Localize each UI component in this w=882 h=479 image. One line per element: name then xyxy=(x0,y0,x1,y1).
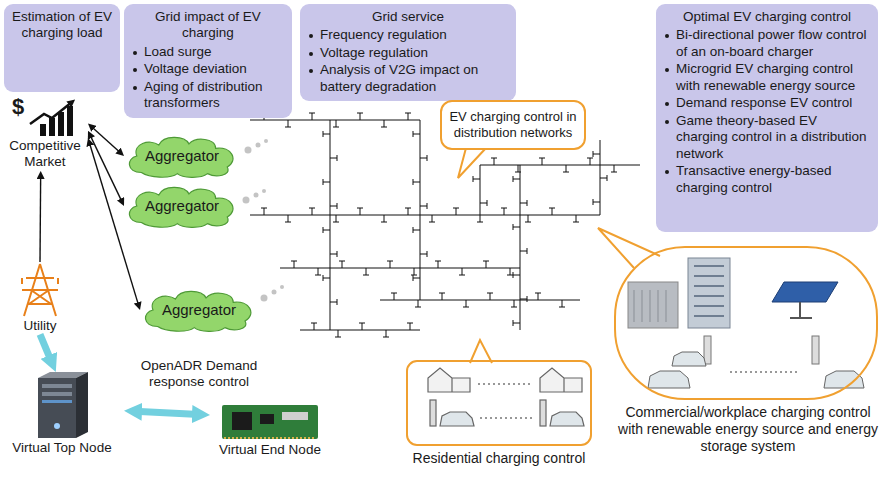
node-label: Aggregator xyxy=(145,147,219,165)
bullet-dot xyxy=(309,52,313,56)
bullet-item: Frequency regulation xyxy=(306,27,510,43)
node-label: Utility xyxy=(12,318,68,334)
topic-box: Estimation of EV charging load xyxy=(4,4,120,92)
bullet-dot xyxy=(665,102,669,106)
bullet-dot xyxy=(665,170,669,174)
feeder-line xyxy=(473,165,487,215)
node-label: EV charging control in distribution netw… xyxy=(447,109,579,141)
node-label: Grid service xyxy=(306,9,510,25)
feeder-line xyxy=(480,158,640,172)
bullet-text: Transactive energy-based charging contro… xyxy=(676,163,872,196)
bullet-dot xyxy=(309,34,313,38)
bullet-dot xyxy=(133,86,137,90)
bullet-dot xyxy=(665,120,669,124)
icon-node: Virtual Top Node xyxy=(0,372,124,456)
bullet-item: Voltage deviation xyxy=(130,61,286,77)
commercial-icons xyxy=(628,258,864,388)
node-label: Estimation of EV charging load xyxy=(10,9,114,42)
region-outline xyxy=(602,244,880,402)
feeder-line xyxy=(513,165,527,330)
aggregator-cloud: Aggregator xyxy=(124,134,240,178)
node-label: Virtual Top Node xyxy=(0,440,124,456)
bullet-text: Aging of distribution transformers xyxy=(144,79,286,112)
bullet-text: Frequency regulation xyxy=(320,27,447,43)
bullet-text: Microgrid EV charging control with renew… xyxy=(676,61,872,94)
connector xyxy=(39,176,41,262)
bullet-dot xyxy=(665,68,669,72)
aggregator-cloud: Aggregator xyxy=(140,288,258,332)
icon-node: Virtual End Node xyxy=(210,398,330,458)
bullet-item: Game theory-based EV charging control in… xyxy=(662,113,872,162)
node-label: Optimal EV charging control xyxy=(662,9,872,25)
feeder-line xyxy=(300,323,420,337)
bullet-text: Game theory-based EV charging control in… xyxy=(676,113,872,162)
bullet-item: Analysis of V2G impact on battery degrad… xyxy=(306,62,510,95)
node-label: Competitive Market xyxy=(2,138,88,171)
bullet-text: Load surge xyxy=(144,44,212,60)
flow-arrow xyxy=(135,411,199,414)
bullet-dot xyxy=(133,51,137,55)
callout-tails xyxy=(458,148,660,363)
computer-tower xyxy=(38,372,88,438)
feeder-line xyxy=(280,261,520,275)
flow-arrow xyxy=(40,334,52,362)
controller-board xyxy=(222,405,318,439)
feeder-line xyxy=(250,208,600,222)
topic-box: Grid impact of EV chargingLoad surgeVolt… xyxy=(124,4,292,118)
thought-dots xyxy=(243,139,285,302)
utility-tower xyxy=(22,264,58,316)
node-label: Commercial/workplace charging control wi… xyxy=(616,404,880,455)
market-icon xyxy=(30,102,73,136)
node-label: Residential charging control xyxy=(406,450,592,467)
bullet-item: Bi-directional power flow control of an … xyxy=(662,27,872,60)
feeder-line xyxy=(380,293,580,307)
aggregator-cloud: Aggregator xyxy=(124,184,240,228)
topic-box: Grid serviceFrequency regulationVoltage … xyxy=(300,4,516,101)
region-outline xyxy=(406,360,592,448)
residential-icons xyxy=(428,368,584,426)
bullet-text: Analysis of V2G impact on battery degrad… xyxy=(320,62,510,95)
callout-bubble: EV charging control in distribution netw… xyxy=(440,100,586,150)
currency-symbol: $ xyxy=(12,94,24,120)
node-label: Aggregator xyxy=(145,197,219,215)
bullet-item: Load surge xyxy=(130,44,286,60)
bullet-text: Voltage deviation xyxy=(144,61,247,77)
feeder-line xyxy=(323,120,337,330)
bullet-dot xyxy=(309,69,313,73)
bullet-item: Microgrid EV charging control with renew… xyxy=(662,61,872,94)
feeder-line xyxy=(413,120,427,300)
bullet-text: Demand response EV control xyxy=(676,95,852,111)
node-label: Grid impact of EV charging xyxy=(130,9,286,42)
edge-label: OpenADR Demand response control xyxy=(129,358,269,391)
charging-region: Residential charging control xyxy=(406,360,592,467)
node-label: Aggregator xyxy=(162,301,236,319)
icon-node: Utility xyxy=(12,262,68,334)
node-label: Virtual End Node xyxy=(210,442,330,458)
bullet-item: Aging of distribution transformers xyxy=(130,79,286,112)
feeder-line xyxy=(593,140,607,215)
connector xyxy=(90,135,122,202)
topic-box: Optimal EV charging controlBi-directiona… xyxy=(656,4,878,232)
bullet-item: Demand response EV control xyxy=(662,95,872,111)
bullet-text: Voltage regulation xyxy=(320,45,428,61)
bullet-dot xyxy=(133,68,137,72)
bullet-item: Voltage regulation xyxy=(306,45,510,61)
bullet-item: Transactive energy-based charging contro… xyxy=(662,163,872,196)
bullet-dot xyxy=(665,34,669,38)
bullet-text: Bi-directional power flow control of an … xyxy=(676,27,872,60)
charging-region: Commercial/workplace charging control wi… xyxy=(602,244,880,455)
